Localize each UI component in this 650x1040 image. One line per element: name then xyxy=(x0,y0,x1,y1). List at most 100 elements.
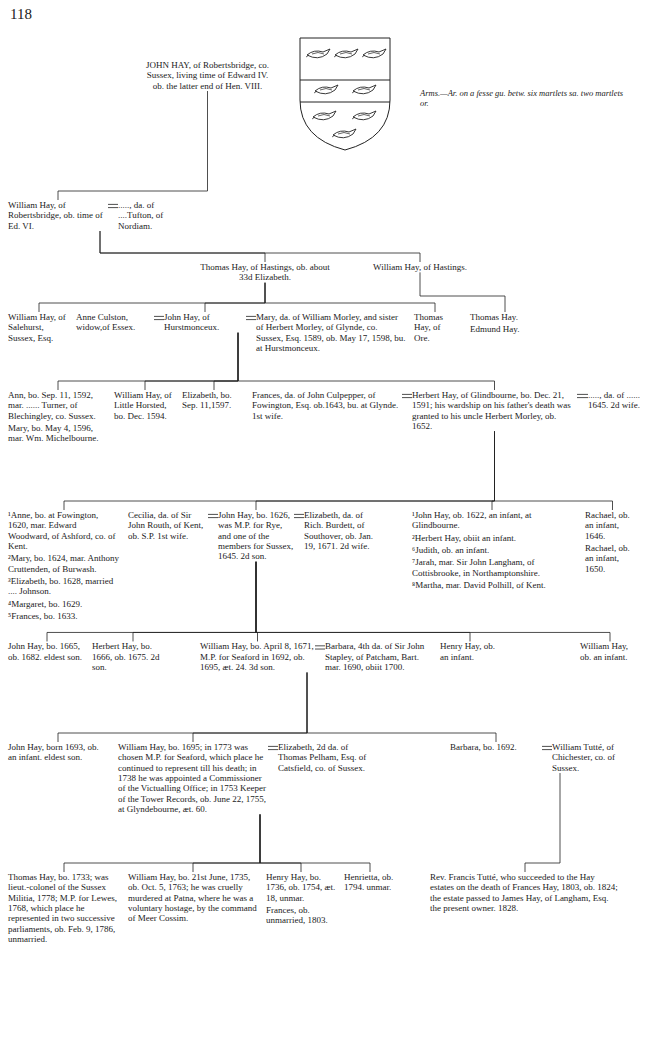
person-text: William Tutté, of Chichester, co. of Sus… xyxy=(552,742,642,773)
person-entry: Herbert Hay, bo. 1666, ob. 1675. 2d son. xyxy=(92,641,174,672)
person-entry: William Hay, of Little Horsted, bo. Dec.… xyxy=(114,390,176,421)
descent-line xyxy=(193,814,260,872)
person-text: JOHN HAY, of Robertsbridge, co. Sussex, … xyxy=(140,60,275,91)
person-text: Thomas Hay. xyxy=(470,312,540,322)
person-entry: Elizabeth, da. of Rich. Burdett, of Sout… xyxy=(304,510,384,551)
person-entry: Thomas Hay. Edmund Hay. xyxy=(470,312,540,335)
person-entry: ¹John Hay, ob. 1622, an infant, at Glind… xyxy=(412,510,572,590)
person-entry: ¹Anne, bo. at Fowington, 1620, mar. Edwa… xyxy=(8,510,120,621)
person-text: ³Elizabeth, bo. 1628, married .... Johns… xyxy=(8,576,120,597)
person-text: Barbara, bo. 1692. xyxy=(450,742,542,752)
descent-line xyxy=(214,333,238,390)
martlet xyxy=(314,85,338,94)
martlet xyxy=(332,129,356,138)
marriage-sign xyxy=(154,316,164,319)
person-text: Ann, bo. Sep. 11, 1592, mar. ...... Turn… xyxy=(8,390,108,421)
person-entry: Barbara, 4th da. of Sir John Stapley, of… xyxy=(325,641,425,672)
person-entry: William Hay, of Salehurst, Sussex, Esq. xyxy=(8,312,70,343)
person-entry: Rachael, ob. an infant, 1646.Rachael, ob… xyxy=(585,510,640,574)
person-text: Rachael, ob. an infant, 1650. xyxy=(585,543,640,574)
descent-line xyxy=(64,814,260,872)
person-entry: Henrietta, ob. 1794. unmar. xyxy=(344,872,396,893)
person-text: ²Herbert Hay, obiit an infant. xyxy=(412,533,572,543)
person-entry: JOHN HAY, of Robertsbridge, co. Sussex, … xyxy=(140,60,275,91)
person-text: Elizabeth, 2d da. of Thomas Pelham, Esq.… xyxy=(278,742,378,773)
arms-note: Arms.—Ar. on a fesse gu. betw. six martl… xyxy=(420,88,625,108)
person-text: John Hay, born 1693, ob. an infant. elde… xyxy=(8,742,108,763)
descent-line xyxy=(58,91,208,200)
person-text: William Hay, of Robertsbridge, ob. time … xyxy=(8,200,108,231)
person-entry: William Hay, ob. an infant. xyxy=(580,641,640,662)
arms-shield xyxy=(300,38,390,150)
martlet xyxy=(334,49,358,58)
descent-line xyxy=(64,431,495,510)
person-entry: ....., da. of ...... 1645. 2d wife. xyxy=(588,390,640,411)
person-entry: William Tutté, of Chichester, co. of Sus… xyxy=(552,742,642,773)
person-text: ⁶Judith, ob. an infant. xyxy=(412,545,572,555)
martlet xyxy=(352,111,376,120)
person-text: ²Mary, bo. 1624, mar. Anthony Cruttenden… xyxy=(8,553,120,574)
person-entry: John Hay, born 1693, ob. an infant. elde… xyxy=(8,742,108,763)
person-text: Thomas Hay, of Hastings, ob. about 33d E… xyxy=(200,262,330,283)
person-entry: John Hay, bo. 1626, was M.P. for Rye, an… xyxy=(218,510,294,562)
person-text: ⁴Margaret, bo. 1629. xyxy=(8,599,120,609)
person-text: ⁸Martha, mar. David Polhill, of Kent. xyxy=(412,580,572,590)
martlet xyxy=(362,49,386,58)
person-entry: Thomas Hay, bo. 1733; was lieut.-colonel… xyxy=(8,872,120,944)
person-text: William Hay, of Hastings. xyxy=(360,262,480,272)
person-text: John Hay, bo. 1626, was M.P. for Rye, an… xyxy=(218,510,294,562)
person-text: ....., da. of ....Tufton, of Nordiam. xyxy=(118,200,180,231)
descent-line xyxy=(58,672,307,742)
shield-outline xyxy=(300,38,390,150)
person-text: ⁵Frances, bo. 1633. xyxy=(8,611,120,621)
martlet xyxy=(306,49,330,58)
person-text: Thomas Hay, bo. 1733; was lieut.-colonel… xyxy=(8,872,120,944)
person-text: William Hay, ob. an infant. xyxy=(580,641,640,662)
person-text: Edmund Hay. xyxy=(470,324,540,334)
person-entry: Anne Culston, widow,of Essex. xyxy=(76,312,154,333)
descent-line xyxy=(193,672,307,742)
person-text: William Hay, bo. April 8, 1671, M.P. for… xyxy=(200,641,315,672)
person-entry: William Hay, of Robertsbridge, ob. time … xyxy=(8,200,108,231)
marriage-sign xyxy=(246,316,256,319)
martlet xyxy=(352,85,376,94)
person-text: William Hay, bo. 21st June, 1735, ob. Oc… xyxy=(128,872,258,924)
person-entry: Mary, da. of William Morley, and sister … xyxy=(256,312,406,353)
marriage-sign xyxy=(268,746,278,749)
marriage-sign xyxy=(294,514,304,517)
person-text: Anne Culston, widow,of Essex. xyxy=(76,312,154,333)
person-text: William Hay, of Little Horsted, bo. Dec.… xyxy=(114,390,176,421)
marriage-sign xyxy=(542,746,552,749)
person-text: Mary, bo. May 4, 1596, mar. Wm. Michelbo… xyxy=(8,423,108,444)
descent-line xyxy=(265,283,435,312)
person-text: Rev. Francis Tutté, who succeeded to the… xyxy=(430,872,620,913)
person-text: ¹John Hay, ob. 1622, an infant, at Glind… xyxy=(412,510,572,531)
page-number: 118 xyxy=(10,6,70,23)
descent-line xyxy=(100,231,265,262)
descent-line xyxy=(525,773,560,872)
fesse xyxy=(300,80,390,102)
person-text: ....., da. of ...... 1645. 2d wife. xyxy=(588,390,640,411)
descent-line xyxy=(495,431,613,510)
person-text: Henry Hay, ob. an infant. xyxy=(440,641,500,662)
person-entry: Elizabeth, bo. Sep. 11,1597. xyxy=(182,390,246,411)
person-text: Cecilia, da. of Sir John Routh, of Kent,… xyxy=(128,510,208,541)
marriage-sign xyxy=(315,646,325,649)
descent-line xyxy=(420,272,505,312)
person-entry: William Hay, bo. April 8, 1671, M.P. for… xyxy=(200,641,315,672)
person-entry: Thomas Hay, of Ore. xyxy=(414,312,456,343)
person-entry: Herbert Hay, of Glindbourne, bo. Dec. 21… xyxy=(412,390,577,431)
descent-line xyxy=(256,431,495,510)
person-text: Herbert Hay, of Glindbourne, bo. Dec. 21… xyxy=(412,390,577,431)
person-text: Herbert Hay, bo. 1666, ob. 1675. 2d son. xyxy=(92,641,174,672)
person-entry: John Hay, bo. 1665, ob. 1682. eldest son… xyxy=(8,641,86,662)
descent-line xyxy=(307,672,496,742)
descent-line xyxy=(39,283,265,312)
descent-line xyxy=(205,283,265,312)
marriage-sign xyxy=(108,204,118,207)
marriage-sign xyxy=(208,514,218,517)
person-text: Elizabeth, bo. Sep. 11,1597. xyxy=(182,390,246,411)
person-entry: Thomas Hay, of Hastings, ob. about 33d E… xyxy=(200,262,330,283)
person-text: William Hay, of Salehurst, Sussex, Esq. xyxy=(8,312,70,343)
